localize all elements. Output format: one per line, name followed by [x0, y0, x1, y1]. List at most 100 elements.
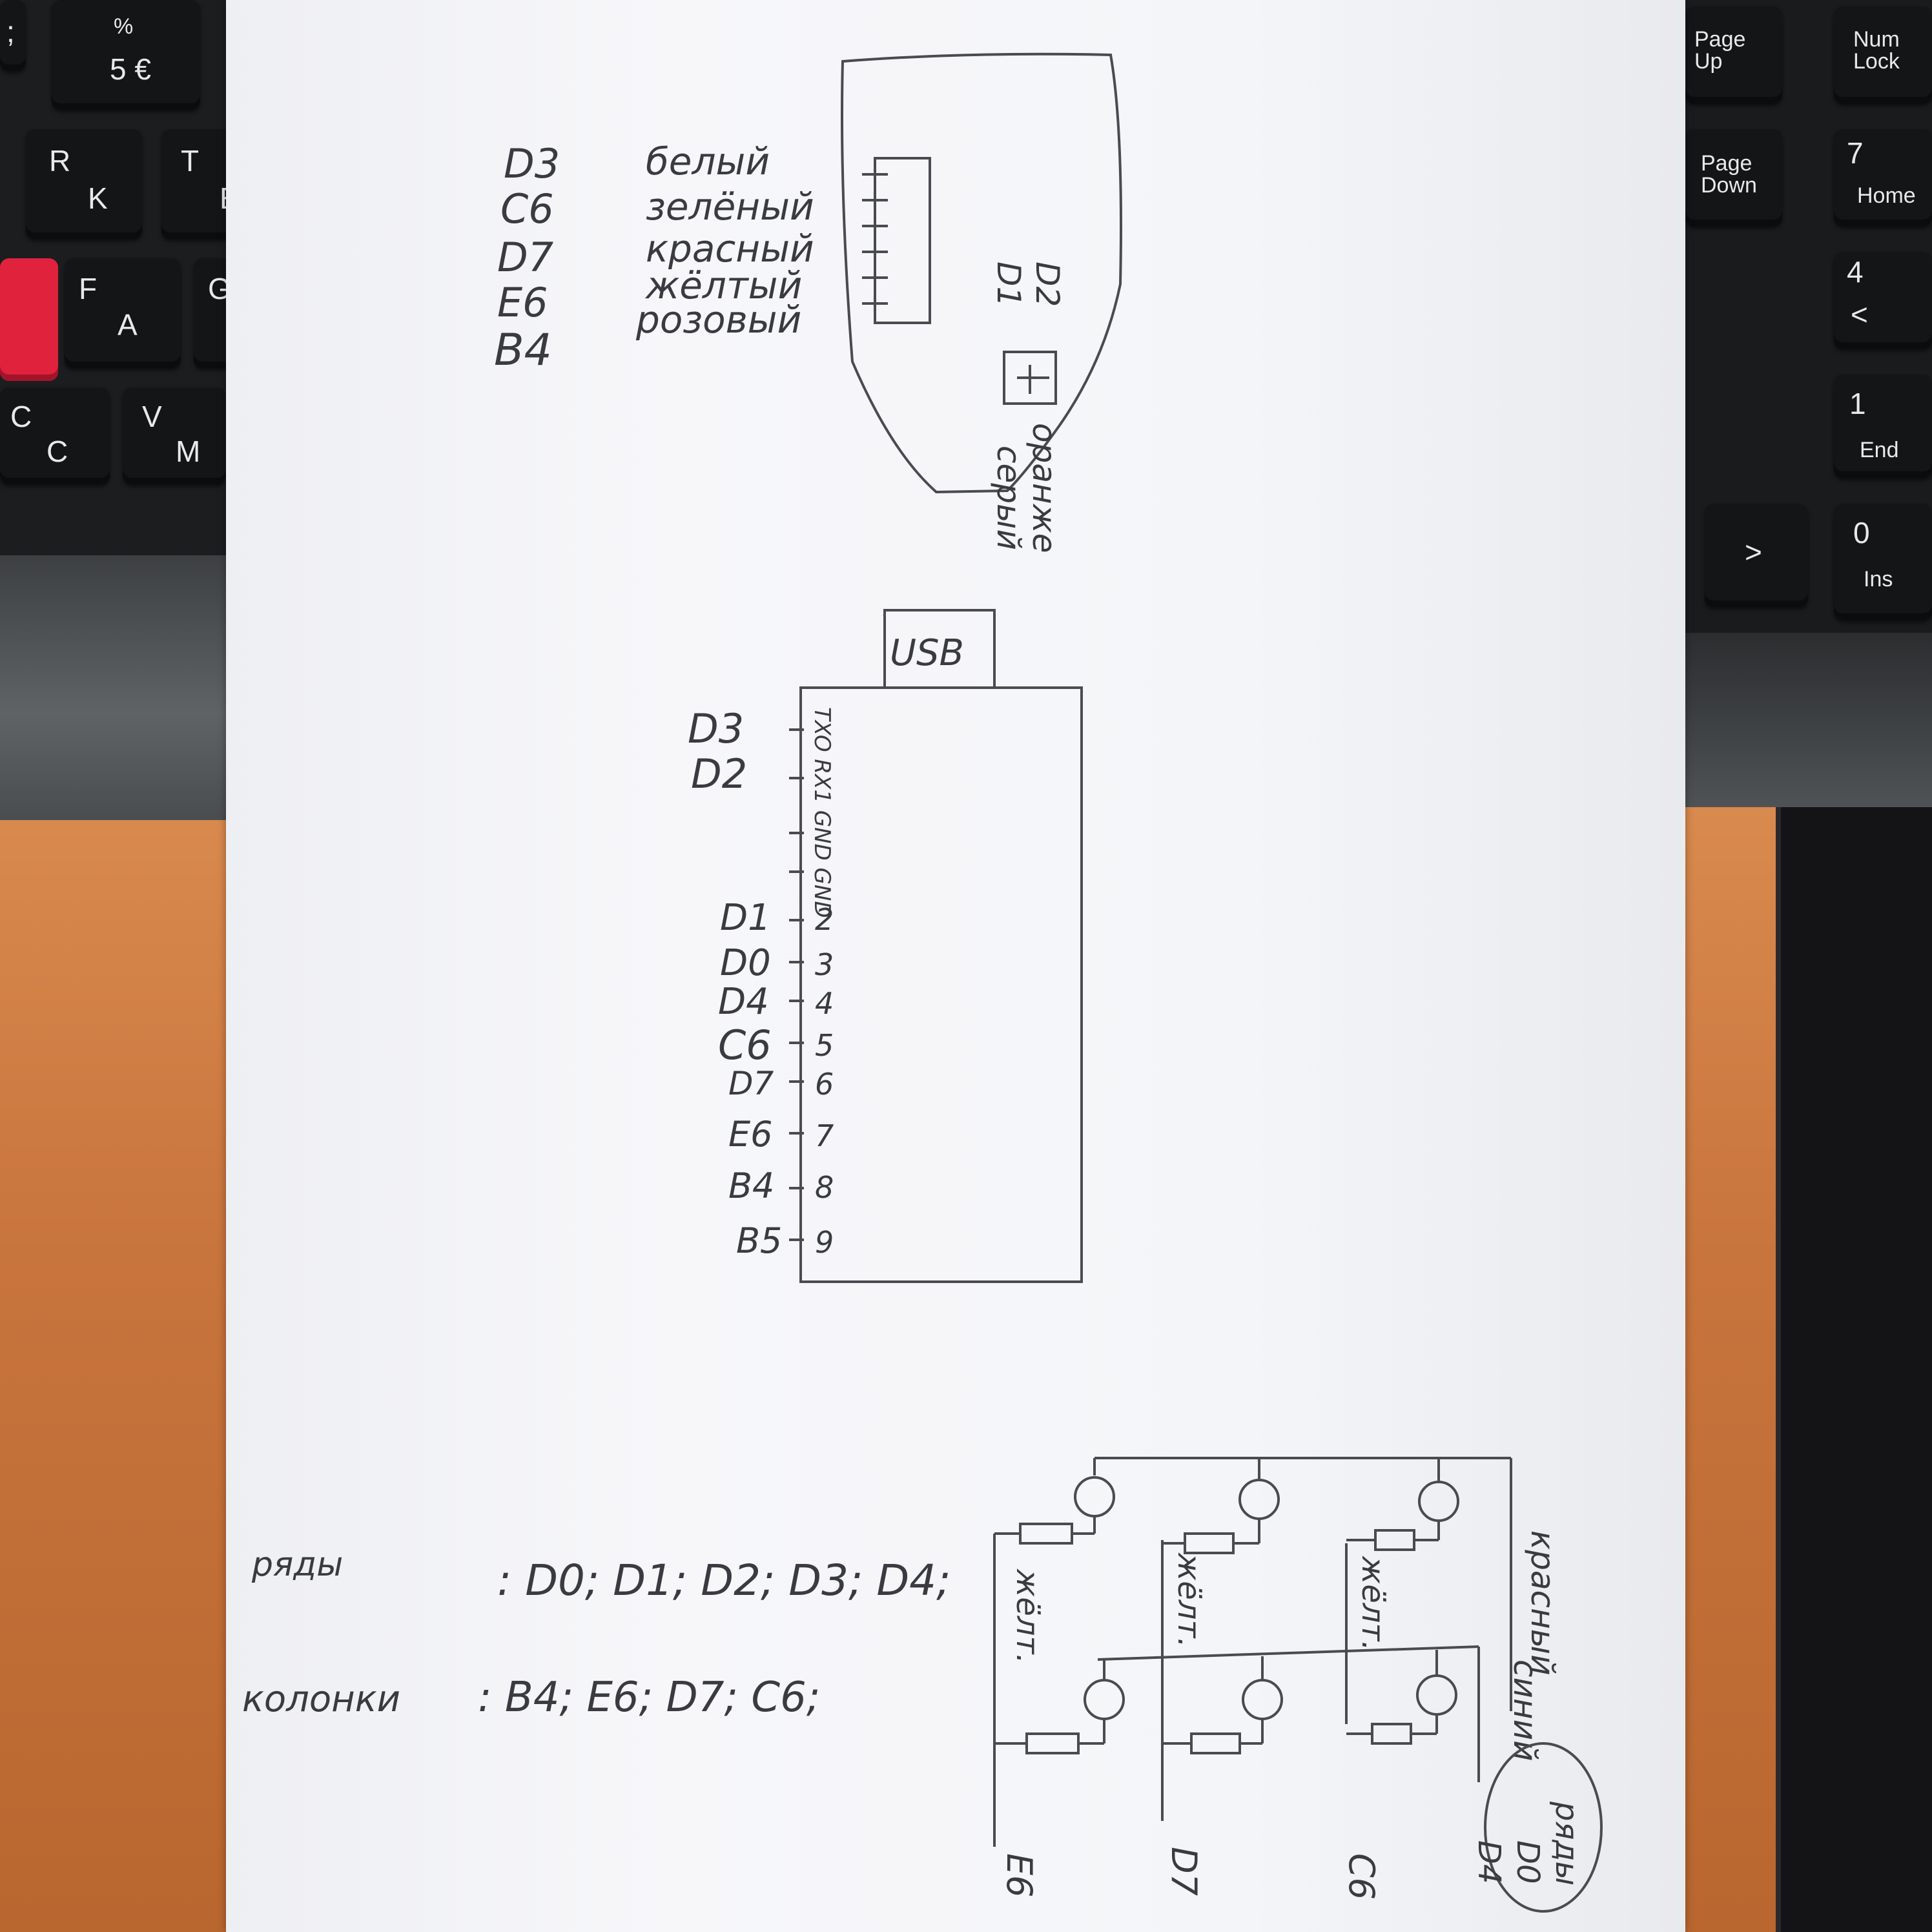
- matrix-notes: ряды : D0; D1; D2; D3; D4; колонки : B4;…: [242, 1545, 951, 1721]
- switch: [1162, 1656, 1283, 1754]
- board-outline: [799, 686, 1083, 1283]
- pin-number: 6: [815, 1067, 834, 1102]
- key-r[interactable]: R K: [26, 129, 142, 239]
- key-sub: A: [118, 308, 138, 342]
- key-main: ;: [6, 15, 15, 48]
- key-right-arrow[interactable]: >: [1705, 504, 1808, 607]
- key-main: C: [10, 400, 32, 433]
- key-5[interactable]: % 5 €: [52, 0, 200, 110]
- column-bottom-label: E6: [999, 1853, 1040, 1897]
- legend-color: красный: [646, 227, 814, 271]
- legend-pin: E6: [497, 279, 548, 326]
- diode-wire-label: жёлт.: [1355, 1556, 1391, 1651]
- key-main: V: [142, 400, 162, 433]
- module-wire-label: серый: [990, 446, 1027, 550]
- board-pins: D3 D2 D1 2 D0 3 D4 4 C6 5 D7 6 E6 7 B4: [688, 705, 834, 1261]
- key-f[interactable]: F A: [65, 258, 181, 368]
- rows-note: D4: [1471, 1840, 1507, 1884]
- rows-note-circle: [1484, 1742, 1603, 1913]
- key-page-down[interactable]: Page Down: [1685, 129, 1782, 226]
- pin-label: D0: [720, 942, 771, 984]
- connector-pins: [862, 173, 888, 305]
- key-main: %: [114, 14, 134, 39]
- switch: [1346, 1458, 1459, 1551]
- legend-pin: B4: [494, 325, 552, 376]
- key-main: 4: [1847, 255, 1864, 289]
- key-sub: End: [1860, 438, 1899, 462]
- pin-label: D1: [720, 897, 771, 939]
- key-semicolon[interactable]: ;: [0, 0, 26, 71]
- key-main: >: [1745, 535, 1762, 569]
- usb-label: USB: [890, 632, 964, 674]
- rows-note: ряды: [1548, 1801, 1585, 1886]
- key-sub: Home: [1857, 183, 1916, 208]
- red-wire-label: красный: [1524, 1530, 1561, 1676]
- key-sub: Ins: [1864, 567, 1893, 591]
- connector-block: [874, 157, 931, 324]
- pin-number: 3: [815, 947, 834, 982]
- key-main: T: [181, 144, 200, 178]
- keyboard-right-rail: [1666, 633, 1932, 807]
- key-sub: <: [1851, 298, 1868, 331]
- pin-label: D4: [718, 981, 769, 1023]
- legend-color: белый: [646, 139, 770, 183]
- module-pin-label: D1: [990, 262, 1027, 307]
- switch: [994, 1660, 1125, 1754]
- pin-number: 5: [815, 1028, 834, 1063]
- key-main: Page Up: [1694, 27, 1746, 74]
- pin-label: C6: [718, 1022, 772, 1069]
- cols-label: колонки: [242, 1678, 400, 1720]
- legend-pin: D3: [504, 140, 560, 187]
- diode-wire-label: жёлт.: [1171, 1552, 1207, 1648]
- pin-label: B5: [736, 1220, 782, 1261]
- module-sketch: D2 D1 оранже серый: [841, 52, 1122, 553]
- pin-label: D2: [691, 750, 747, 797]
- pin-label: D7: [728, 1065, 774, 1102]
- cols-value: : B4; E6; D7; C6;: [478, 1674, 820, 1721]
- key-main: 7: [1847, 136, 1864, 170]
- key-red-escape[interactable]: [0, 258, 58, 381]
- key-main: F: [79, 272, 98, 305]
- key-num-lock[interactable]: Num Lock: [1834, 6, 1932, 103]
- key-page-up[interactable]: Page Up: [1685, 6, 1782, 103]
- key-main: 1: [1849, 387, 1866, 420]
- column-bottom-label: D7: [1164, 1847, 1204, 1896]
- key-main: Num Lock: [1853, 27, 1900, 74]
- pin-label: E6: [728, 1114, 772, 1155]
- column-bottom-label: C6: [1341, 1853, 1382, 1900]
- pin-label: D3: [688, 705, 744, 752]
- rows-value: : D0; D1; D2; D3; D4;: [497, 1556, 951, 1605]
- switch: [994, 1458, 1115, 1545]
- pin-number: 9: [815, 1225, 834, 1260]
- key-v[interactable]: V M: [123, 387, 226, 484]
- module-pin-label: D2: [1029, 262, 1066, 307]
- blue-wire-label: синий: [1506, 1660, 1544, 1762]
- legend-color: розовый: [635, 298, 801, 342]
- key-c[interactable]: C C: [0, 387, 110, 484]
- diode-wire-label: жёлт.: [1009, 1568, 1045, 1664]
- paper-sheet: [226, 0, 1685, 1932]
- switch: [1162, 1458, 1280, 1554]
- pin-number: 4: [815, 986, 834, 1021]
- wire-color-legend: D3 белый C6 зелёный D7 красный E6 жёлтый…: [494, 139, 814, 376]
- rows-note: D0: [1510, 1840, 1546, 1884]
- key-sub: M: [176, 435, 201, 468]
- key-sub: C: [46, 435, 68, 468]
- pin-label: B4: [728, 1166, 774, 1206]
- pin-number: 2: [815, 902, 834, 937]
- controller-board: USB TXO RX1 GND GND D3 D2 D1 2 D0 3 D4 4…: [688, 609, 1083, 1283]
- key-sub: 5 €: [110, 52, 151, 86]
- key-4-left[interactable]: 4 <: [1834, 252, 1932, 349]
- small-connector: [1003, 351, 1057, 405]
- key-7-home[interactable]: 7 Home: [1834, 129, 1932, 226]
- legend-pin: C6: [500, 185, 554, 232]
- legend-pin: D7: [497, 234, 553, 281]
- key-0-ins[interactable]: 0 Ins: [1834, 504, 1932, 620]
- pin-number: 8: [815, 1170, 834, 1205]
- key-1-end[interactable]: 1 End: [1834, 375, 1932, 478]
- key-main: 0: [1853, 516, 1870, 550]
- pin-number: 7: [815, 1118, 834, 1153]
- key-main: R: [49, 144, 71, 178]
- switch: [1346, 1650, 1457, 1745]
